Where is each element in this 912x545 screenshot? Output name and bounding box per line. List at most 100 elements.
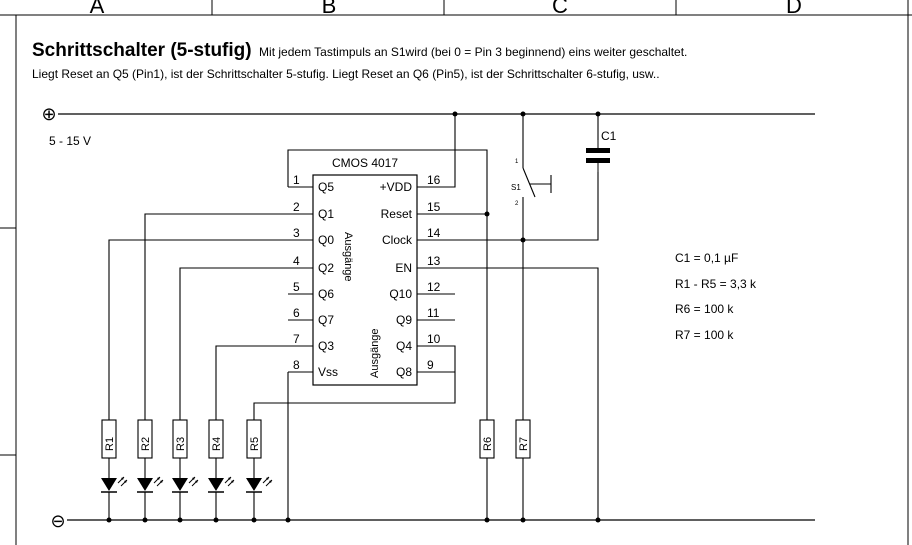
value-r1-r5: R1 - R5 = 3,3 k xyxy=(675,277,757,291)
value-c1: C1 = 0,1 µF xyxy=(675,251,738,265)
capacitor-c1: C1 xyxy=(586,129,617,172)
pin-number: 2 xyxy=(293,200,300,214)
pin-label: Q4 xyxy=(396,339,412,353)
pin-label: Reset xyxy=(381,207,413,221)
component-values: C1 = 0,1 µF R1 - R5 = 3,3 k R6 = 100 k R… xyxy=(675,251,757,342)
minus-terminal-icon: ⊖ xyxy=(50,511,65,531)
pin-number: 10 xyxy=(427,332,441,346)
resistor-r7: R7 xyxy=(515,419,531,459)
switch-label: S1 xyxy=(511,183,521,192)
resistor-r4: R4 xyxy=(208,419,224,459)
supply-voltage-label: 5 - 15 V xyxy=(49,134,91,148)
led-icon xyxy=(137,476,164,493)
pin-number: 12 xyxy=(427,280,441,294)
leds xyxy=(101,476,273,493)
ic-pin-right: 9Q8 xyxy=(396,358,455,379)
resistor-label: R4 xyxy=(211,437,223,451)
plus-rail: ⊕ xyxy=(41,104,815,124)
resistor-label: R1 xyxy=(104,437,116,451)
pin-number: 7 xyxy=(293,332,300,346)
resistor-label: R5 xyxy=(249,437,261,451)
resistor-label: R7 xyxy=(518,437,530,451)
pin-number: 5 xyxy=(293,280,300,294)
resistor-r1: R1 xyxy=(101,419,117,459)
led-icon xyxy=(246,476,273,493)
pin-number: 1 xyxy=(293,173,300,187)
pin-number: 15 xyxy=(427,200,441,214)
outputs-label-left: Ausgänge xyxy=(342,232,354,282)
pin-label: Q10 xyxy=(389,287,412,301)
pin-label: Q6 xyxy=(318,287,334,301)
switch-pin-1: 1 xyxy=(515,159,519,165)
wiring xyxy=(108,114,599,520)
pin-label: Vss xyxy=(318,365,338,379)
pin-label: Q1 xyxy=(318,207,334,221)
pin-label: Q0 xyxy=(318,233,334,247)
switch-s1: S1 1 2 xyxy=(511,158,552,207)
pin-number: 9 xyxy=(427,358,434,372)
column-header-b: B xyxy=(321,0,337,18)
pin-number: 13 xyxy=(427,254,441,268)
pin-label: Q3 xyxy=(318,339,334,353)
pin-number: 4 xyxy=(293,254,300,268)
pin-label: Q7 xyxy=(318,313,334,327)
pin-number: 16 xyxy=(427,173,441,187)
pin-number: 14 xyxy=(427,226,441,240)
column-header-c: C xyxy=(552,0,568,18)
pin-label: Clock xyxy=(382,233,413,247)
column-header-d: D xyxy=(786,0,802,18)
title-line: Schrittschalter (5-stufig) Mit jedem Tas… xyxy=(32,40,687,62)
resistor-r3: R3 xyxy=(172,419,188,459)
value-r7: R7 = 100 k xyxy=(675,328,734,342)
outputs-label-right: Ausgänge xyxy=(369,328,381,378)
capacitor-label: C1 xyxy=(601,129,617,143)
pin-number: 8 xyxy=(293,358,300,372)
switch-pin-2: 2 xyxy=(515,201,519,207)
plus-terminal-icon: ⊕ xyxy=(41,104,56,124)
resistor-label: R3 xyxy=(175,437,187,451)
pin-label: Q9 xyxy=(396,313,412,327)
value-r6: R6 = 100 k xyxy=(675,302,734,316)
junctions xyxy=(106,111,601,523)
pin-label: EN xyxy=(395,261,412,275)
resistors: R1 R2 R3 R4 R5 R6 R7 xyxy=(101,419,531,459)
column-header-a: A xyxy=(89,0,105,18)
resistor-r6: R6 xyxy=(479,419,495,459)
resistor-label: R6 xyxy=(482,437,494,451)
title-suffix: Mit jedem Tastimpuls an S1wird (bei 0 = … xyxy=(259,45,688,59)
description: Liegt Reset an Q5 (Pin1), ist der Schrit… xyxy=(32,67,660,81)
pin-label: Q2 xyxy=(318,261,334,275)
pin-label: +VDD xyxy=(380,180,413,194)
resistor-r5: R5 xyxy=(246,419,262,459)
resistor-label: R2 xyxy=(140,437,152,451)
led-icon xyxy=(172,476,199,493)
minus-rail: ⊖ xyxy=(50,511,815,531)
led-icon xyxy=(101,476,128,493)
pin-number: 6 xyxy=(293,306,300,320)
page-title: Schrittschalter (5-stufig) xyxy=(32,40,252,61)
pin-number: 11 xyxy=(427,306,440,320)
led-icon xyxy=(208,476,235,493)
pin-number: 3 xyxy=(293,226,300,240)
resistor-r2: R2 xyxy=(137,419,153,459)
pin-label: Q5 xyxy=(318,180,334,194)
pin-label: Q8 xyxy=(396,365,412,379)
ic-body xyxy=(312,174,418,386)
ic-name: CMOS 4017 xyxy=(332,156,398,170)
